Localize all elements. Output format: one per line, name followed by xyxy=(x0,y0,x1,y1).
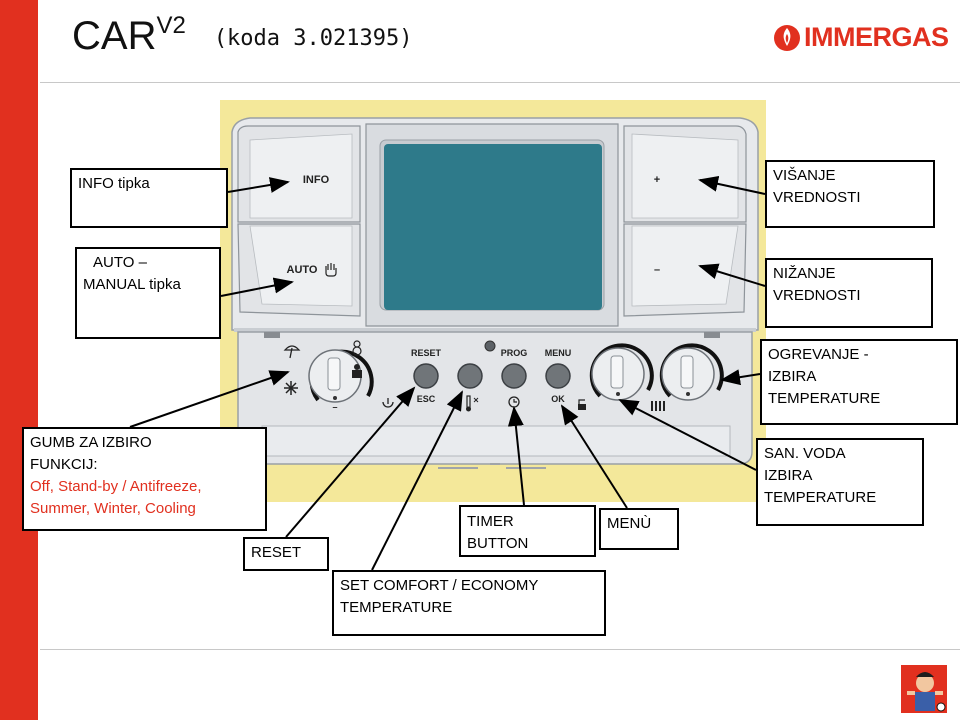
thermometer-icon xyxy=(466,395,479,412)
callout-sanvoda-line1: SAN. VODA xyxy=(764,445,846,462)
logo-text: IMMERGAS xyxy=(804,21,949,52)
callout-setcomfort-line1: SET COMFORT / ECONOMY xyxy=(340,577,539,594)
callout-auto-line2: MANUAL tipka xyxy=(83,276,181,293)
callout-setcomfort-line2: TEMPERATURE xyxy=(340,599,453,616)
prog-timer-button[interactable] xyxy=(501,363,527,389)
arrow-timer xyxy=(507,406,525,506)
summer-icon xyxy=(283,345,301,359)
callout-reset-text: RESET xyxy=(251,544,302,561)
winter-icon xyxy=(352,364,362,378)
prog-label: PROG xyxy=(501,348,528,358)
antifreeze-icon xyxy=(352,340,362,356)
callout-timer-line2: BUTTON xyxy=(467,535,529,552)
lcd-display xyxy=(384,144,602,310)
callout-auto-line1: AUTO – xyxy=(93,254,147,271)
callout-visanje: VIŠANJE VREDNOSTI xyxy=(765,160,935,228)
minus-button[interactable] xyxy=(623,223,747,317)
page-title: CARV2 (koda 3.021395) xyxy=(72,12,413,59)
minus-button-label: – xyxy=(654,264,660,276)
menu-button[interactable] xyxy=(545,363,571,389)
callout-ogrevanje-line1: OGREVANJE - xyxy=(768,346,869,363)
tap-water-icon xyxy=(578,399,586,410)
callout-reset: RESET xyxy=(243,537,329,571)
status-led xyxy=(484,340,496,352)
callout-san-voda: SAN. VODA IZBIRA TEMPERATURE xyxy=(756,438,924,526)
flame-logo-icon xyxy=(774,25,800,51)
callout-gumb-line1: GUMB ZA IZBIRO xyxy=(30,434,152,451)
callout-nizanje-line1: NIŽANJE xyxy=(773,265,836,282)
title-text: CAR xyxy=(72,14,157,58)
arrow-reset xyxy=(285,386,416,538)
callout-function-knob: GUMB ZA IZBIRO FUNKCIJ: Off, Stand-by / … xyxy=(22,427,267,531)
title-code: (koda 3.021395) xyxy=(213,25,413,51)
ok-label: OK xyxy=(551,394,565,404)
callout-gumb-line2: FUNKCIJ: xyxy=(30,456,98,473)
callout-menu: MENÙ xyxy=(599,508,679,550)
plus-button[interactable] xyxy=(623,125,747,223)
comfort-economy-button[interactable] xyxy=(457,363,483,389)
hand-icon xyxy=(325,263,337,277)
callout-visanje-line2: VREDNOSTI xyxy=(773,189,861,206)
callout-timer-line1: TIMER xyxy=(467,513,514,530)
footer-divider xyxy=(40,649,960,650)
menu-label: MENU xyxy=(545,348,572,358)
power-icon xyxy=(382,398,394,408)
callout-sanvoda-line2: IZBIRA xyxy=(764,467,813,484)
radiator-icon xyxy=(651,401,665,411)
callout-gumb-red2: Summer, Winter, Cooling xyxy=(30,500,196,517)
immergas-mascot-icon xyxy=(901,665,947,713)
callout-ogrevanje-line3: TEMPERATURE xyxy=(768,390,881,407)
callout-sanvoda-line3: TEMPERATURE xyxy=(764,489,877,506)
header-divider xyxy=(40,82,960,83)
callout-info: INFO tipka xyxy=(70,168,228,228)
callout-ogrevanje-line2: IZBIRA xyxy=(768,368,817,385)
function-selector-knob[interactable] xyxy=(308,349,374,403)
callout-nizanje-line2: VREDNOSTI xyxy=(773,287,861,304)
callout-ogrevanje: OGREVANJE - IZBIRA TEMPERATURE xyxy=(760,339,958,425)
off-mark: – xyxy=(332,402,337,412)
info-button[interactable] xyxy=(237,125,361,223)
arrow-auto xyxy=(220,277,294,297)
immergas-logo: IMMERGAS xyxy=(772,22,949,52)
callout-menu-text: MENÙ xyxy=(607,515,652,532)
auto-button-label: AUTO xyxy=(287,264,318,276)
callout-nizanje: NIŽANJE VREDNOSTI xyxy=(765,258,933,328)
left-accent-bar xyxy=(0,0,38,720)
callout-visanje-line1: VIŠANJE xyxy=(773,167,836,184)
plus-button-label: + xyxy=(654,174,660,186)
arrow-set-comfort xyxy=(371,390,463,571)
arrow-ogrevanje xyxy=(720,369,761,386)
callout-set-comfort: SET COMFORT / ECONOMY TEMPERATURE xyxy=(332,570,606,636)
info-button-label: INFO xyxy=(303,174,330,186)
arrow-menu xyxy=(560,404,628,509)
callout-auto-manual: AUTO – MANUAL tipka xyxy=(75,247,221,339)
arrow-nizanje xyxy=(698,263,766,287)
dhw-temperature-knob[interactable] xyxy=(589,343,654,401)
title-superscript: V2 xyxy=(156,12,186,39)
callout-info-text: INFO tipka xyxy=(78,175,150,192)
reset-label: RESET xyxy=(411,348,442,358)
arrow-visanje xyxy=(698,175,766,195)
callout-gumb-red1: Off, Stand-by / Antifreeze, xyxy=(30,478,202,495)
arrow-san-voda xyxy=(618,399,757,471)
reset-button[interactable] xyxy=(413,363,439,389)
esc-label: ESC xyxy=(417,394,436,404)
callout-timer: TIMER BUTTON xyxy=(459,505,596,557)
arrow-info xyxy=(227,177,290,193)
arrow-function-knob xyxy=(129,370,290,428)
